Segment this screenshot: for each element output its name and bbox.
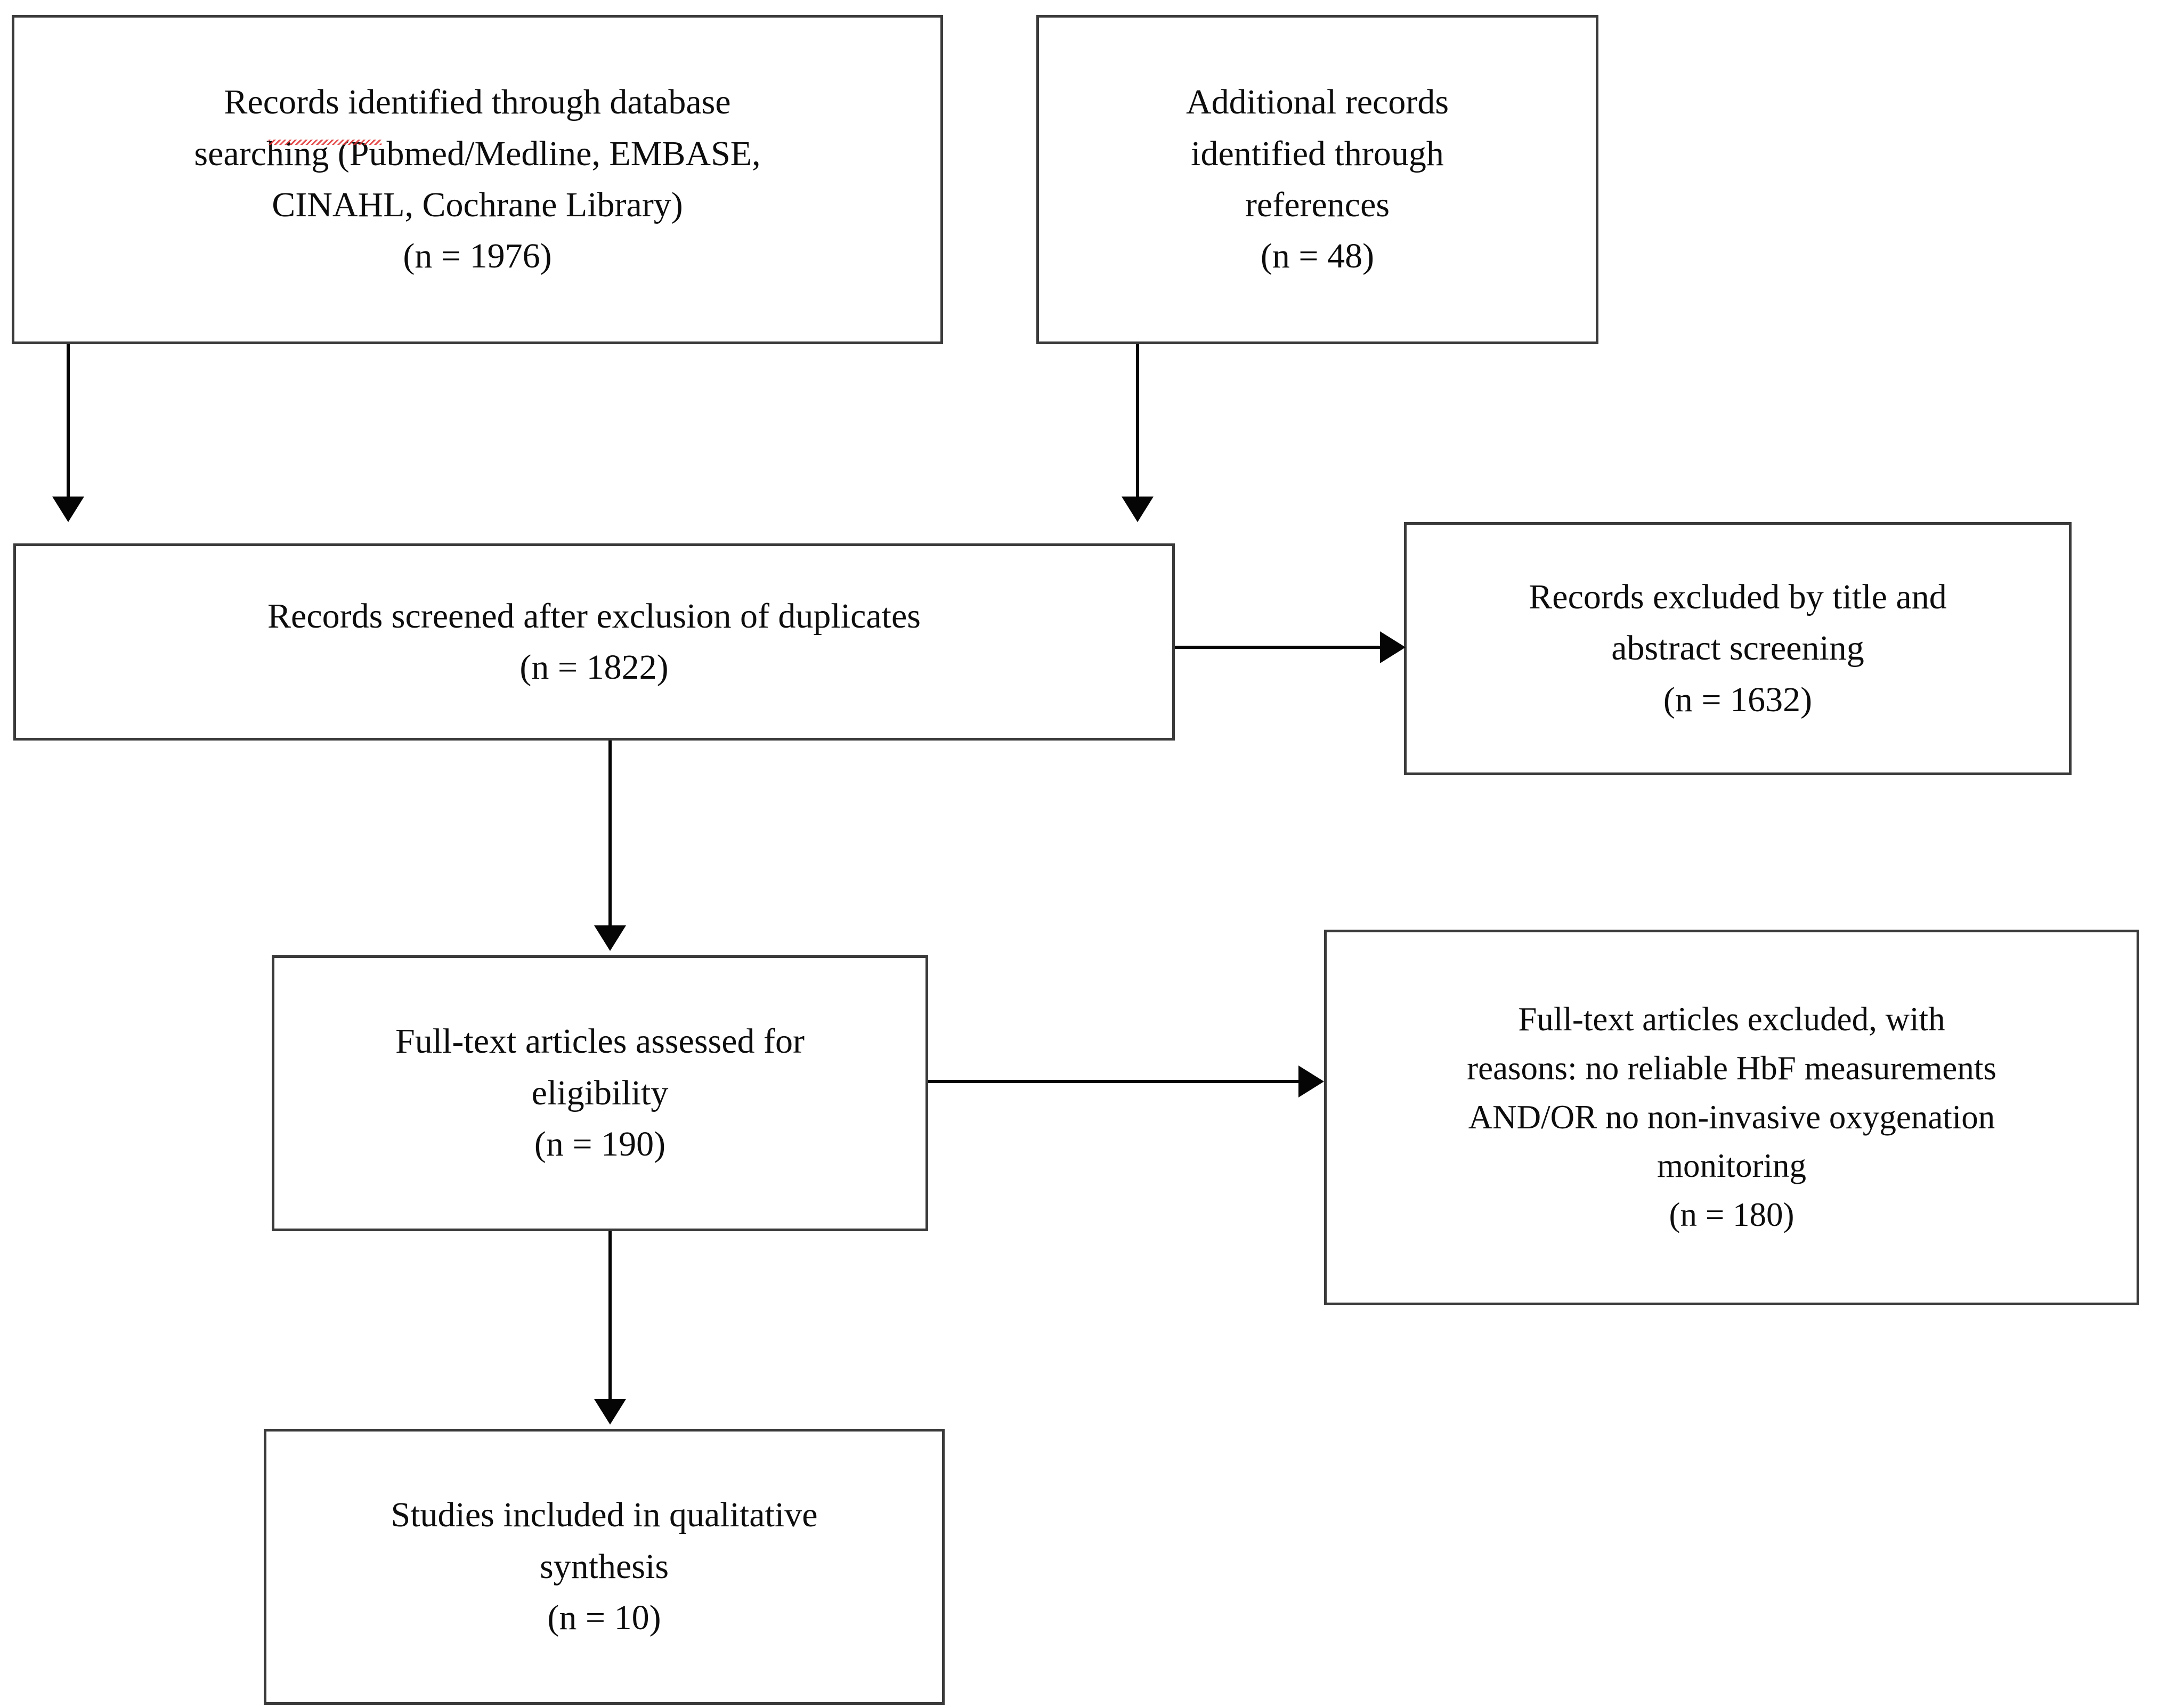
box3-line-1: Records screened after exclusion of dupl… [267, 596, 921, 636]
box4-count: (n = 1632) [1663, 680, 1813, 719]
box6-line-2: reasons: no reliable HbF measurements [1467, 1049, 1996, 1087]
arrow-head-right-icon [1298, 1066, 1324, 1097]
arrow-head-right-icon [1380, 631, 1406, 663]
box2-line-1: Additional records [1186, 83, 1449, 122]
fulltext-assessed-box: Full-text articles assessed for eligibil… [272, 955, 928, 1231]
fulltext-excluded-box: Full-text articles excluded, with reason… [1324, 930, 2139, 1305]
connector-line [67, 344, 70, 500]
box3-count: (n = 1822) [519, 648, 669, 687]
box5-count: (n = 190) [534, 1125, 666, 1164]
connector-line [1136, 344, 1139, 500]
box5-line-2: eligibility [531, 1073, 669, 1112]
box1-line-1: Records identified through database [224, 83, 731, 122]
studies-included-box: Studies included in qualitative synthesi… [264, 1429, 945, 1705]
box1-line-3: CINAHL, Cochrane Library) [272, 185, 683, 224]
box6-line-1: Full-text articles excluded, with [1518, 1000, 1945, 1038]
connector-line [608, 741, 612, 928]
box4-line-1: Records excluded by title and [1529, 577, 1947, 616]
box1-count: (n = 1976) [403, 237, 552, 276]
box7-line-2: synthesis [539, 1547, 669, 1586]
box7-line-1: Studies included in qualitative [391, 1495, 818, 1535]
connector-line [608, 1231, 612, 1402]
box6-count: (n = 180) [1669, 1196, 1795, 1234]
connector-line [928, 1080, 1301, 1083]
records-screened-box: Records screened after exclusion of dupl… [13, 543, 1175, 741]
box7-count: (n = 10) [547, 1598, 661, 1638]
records-identified-database-box: Records identified through database sear… [12, 15, 943, 344]
arrow-head-down-icon [1122, 497, 1154, 522]
arrow-head-down-icon [594, 925, 626, 951]
box2-line-2: identified through [1191, 134, 1444, 173]
box6-line-3: AND/OR no non-invasive oxygenation [1468, 1098, 1995, 1136]
additional-records-references-box: Additional records identified through re… [1036, 15, 1598, 344]
box6-line-4: monitoring [1657, 1147, 1806, 1185]
box2-count: (n = 48) [1260, 237, 1375, 276]
box1-line-2: searching (Pubmed/Medline, EMBASE, [194, 134, 761, 173]
box5-line-1: Full-text articles assessed for [395, 1022, 805, 1061]
arrow-head-down-icon [52, 497, 84, 522]
box2-line-3: references [1245, 185, 1390, 224]
arrow-head-down-icon [594, 1399, 626, 1425]
box4-line-2: abstract screening [1611, 629, 1864, 668]
connector-line [1175, 646, 1383, 649]
records-excluded-title-abstract-box: Records excluded by title and abstract s… [1404, 522, 2072, 775]
